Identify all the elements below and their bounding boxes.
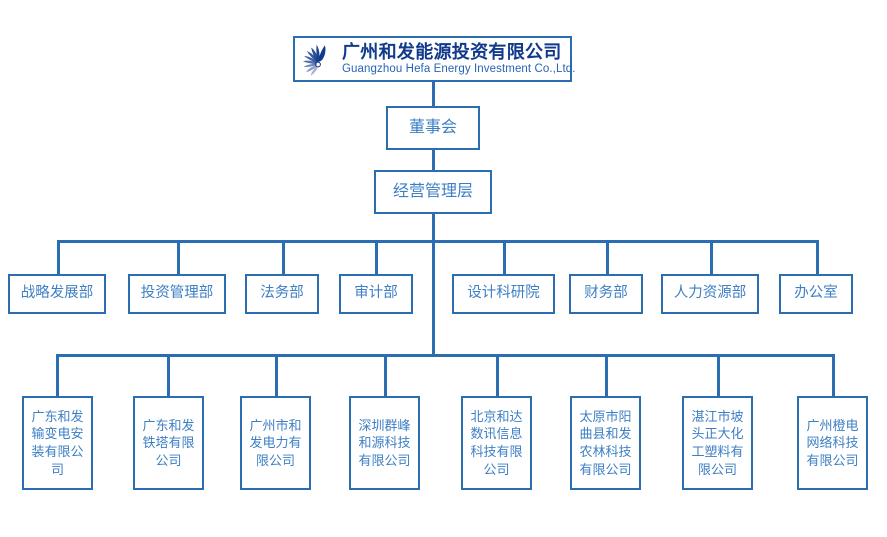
- node-label: 经营管理层: [392, 183, 473, 201]
- node-subsidiary-4[interactable]: 深圳群峰和源科技有限公司: [349, 396, 420, 490]
- node-subsidiary-5[interactable]: 北京和达数讯信息科技有限公司: [461, 396, 532, 490]
- node-label: 财务部: [584, 285, 628, 302]
- node-label: 投资管理部: [140, 285, 214, 302]
- company-name-cn: 广州和发能源投资有限公司: [342, 41, 562, 62]
- node-subsidiary-8[interactable]: 广州橙电网络科技有限公司: [797, 396, 868, 490]
- node-label: 湛江市坡头正大化工塑料有限公司: [691, 408, 744, 477]
- connector-company-to-board: [431, 82, 435, 106]
- node-department-6[interactable]: 财务部: [569, 274, 643, 314]
- drop-line-dept-4: [375, 240, 378, 274]
- turbine-spiral-logo-icon: [303, 44, 326, 76]
- drop-line-sub-4: [384, 354, 387, 396]
- node-label: 太原市阳曲县和发农林科技有限公司: [579, 408, 632, 477]
- drop-line-sub-3: [275, 354, 278, 396]
- node-department-2[interactable]: 投资管理部: [128, 274, 226, 314]
- drop-line-dept-3: [282, 240, 285, 274]
- node-subsidiary-2[interactable]: 广东和发铁塔有限公司: [133, 396, 204, 490]
- drop-line-sub-7: [717, 354, 720, 396]
- drop-line-sub-6: [605, 354, 608, 396]
- connector-board-to-management: [431, 150, 435, 170]
- drop-line-dept-6: [606, 240, 609, 274]
- node-department-1[interactable]: 战略发展部: [8, 274, 106, 314]
- node-department-5[interactable]: 设计科研院: [452, 274, 555, 314]
- node-label: 战略发展部: [20, 285, 94, 302]
- node-subsidiary-1[interactable]: 广东和发输变电安装有限公司: [22, 396, 93, 490]
- node-label: 董事会: [408, 119, 457, 137]
- drop-line-dept-8: [816, 240, 819, 274]
- node-label: 广州市和发电力有限公司: [249, 417, 302, 468]
- node-label: 广州橙电网络科技有限公司: [806, 417, 859, 468]
- node-label: 深圳群峰和源科技有限公司: [358, 417, 411, 468]
- node-label: 办公室: [794, 285, 838, 302]
- node-label: 广东和发输变电安装有限公司: [31, 408, 84, 477]
- node-label: 法务部: [260, 285, 304, 302]
- connector-management-trunk: [431, 214, 435, 356]
- node-management-layer[interactable]: 经营管理层: [374, 170, 492, 214]
- node-board-of-directors[interactable]: 董事会: [386, 106, 480, 150]
- company-name-en: Guangzhou Hefa Energy Investment Co.,Ltd…: [342, 63, 576, 76]
- node-subsidiary-7[interactable]: 湛江市坡头正大化工塑料有限公司: [682, 396, 753, 490]
- node-subsidiary-3[interactable]: 广州市和发电力有限公司: [240, 396, 311, 490]
- drop-line-dept-1: [57, 240, 60, 274]
- drop-line-dept-2: [177, 240, 180, 274]
- department-bus-line: [57, 240, 819, 243]
- node-department-3[interactable]: 法务部: [245, 274, 319, 314]
- node-subsidiary-6[interactable]: 太原市阳曲县和发农林科技有限公司: [570, 396, 641, 490]
- drop-line-sub-5: [496, 354, 499, 396]
- node-department-8[interactable]: 办公室: [779, 274, 853, 314]
- drop-line-sub-1: [56, 354, 59, 396]
- subsidiary-bus-line: [56, 354, 835, 357]
- node-department-7[interactable]: 人力资源部: [661, 274, 759, 314]
- drop-line-dept-5: [503, 240, 506, 274]
- node-label: 北京和达数讯信息科技有限公司: [470, 408, 523, 477]
- node-label: 人力资源部: [673, 285, 747, 302]
- node-department-4[interactable]: 审计部: [339, 274, 413, 314]
- drop-line-dept-7: [710, 240, 713, 274]
- node-label: 审计部: [354, 285, 398, 302]
- node-label: 广东和发铁塔有限公司: [142, 417, 195, 468]
- drop-line-sub-2: [167, 354, 170, 396]
- node-label: 设计科研院: [467, 285, 540, 302]
- company-header-node[interactable]: 广州和发能源投资有限公司 Guangzhou Hefa Energy Inves…: [293, 36, 576, 82]
- drop-line-sub-8: [832, 354, 835, 396]
